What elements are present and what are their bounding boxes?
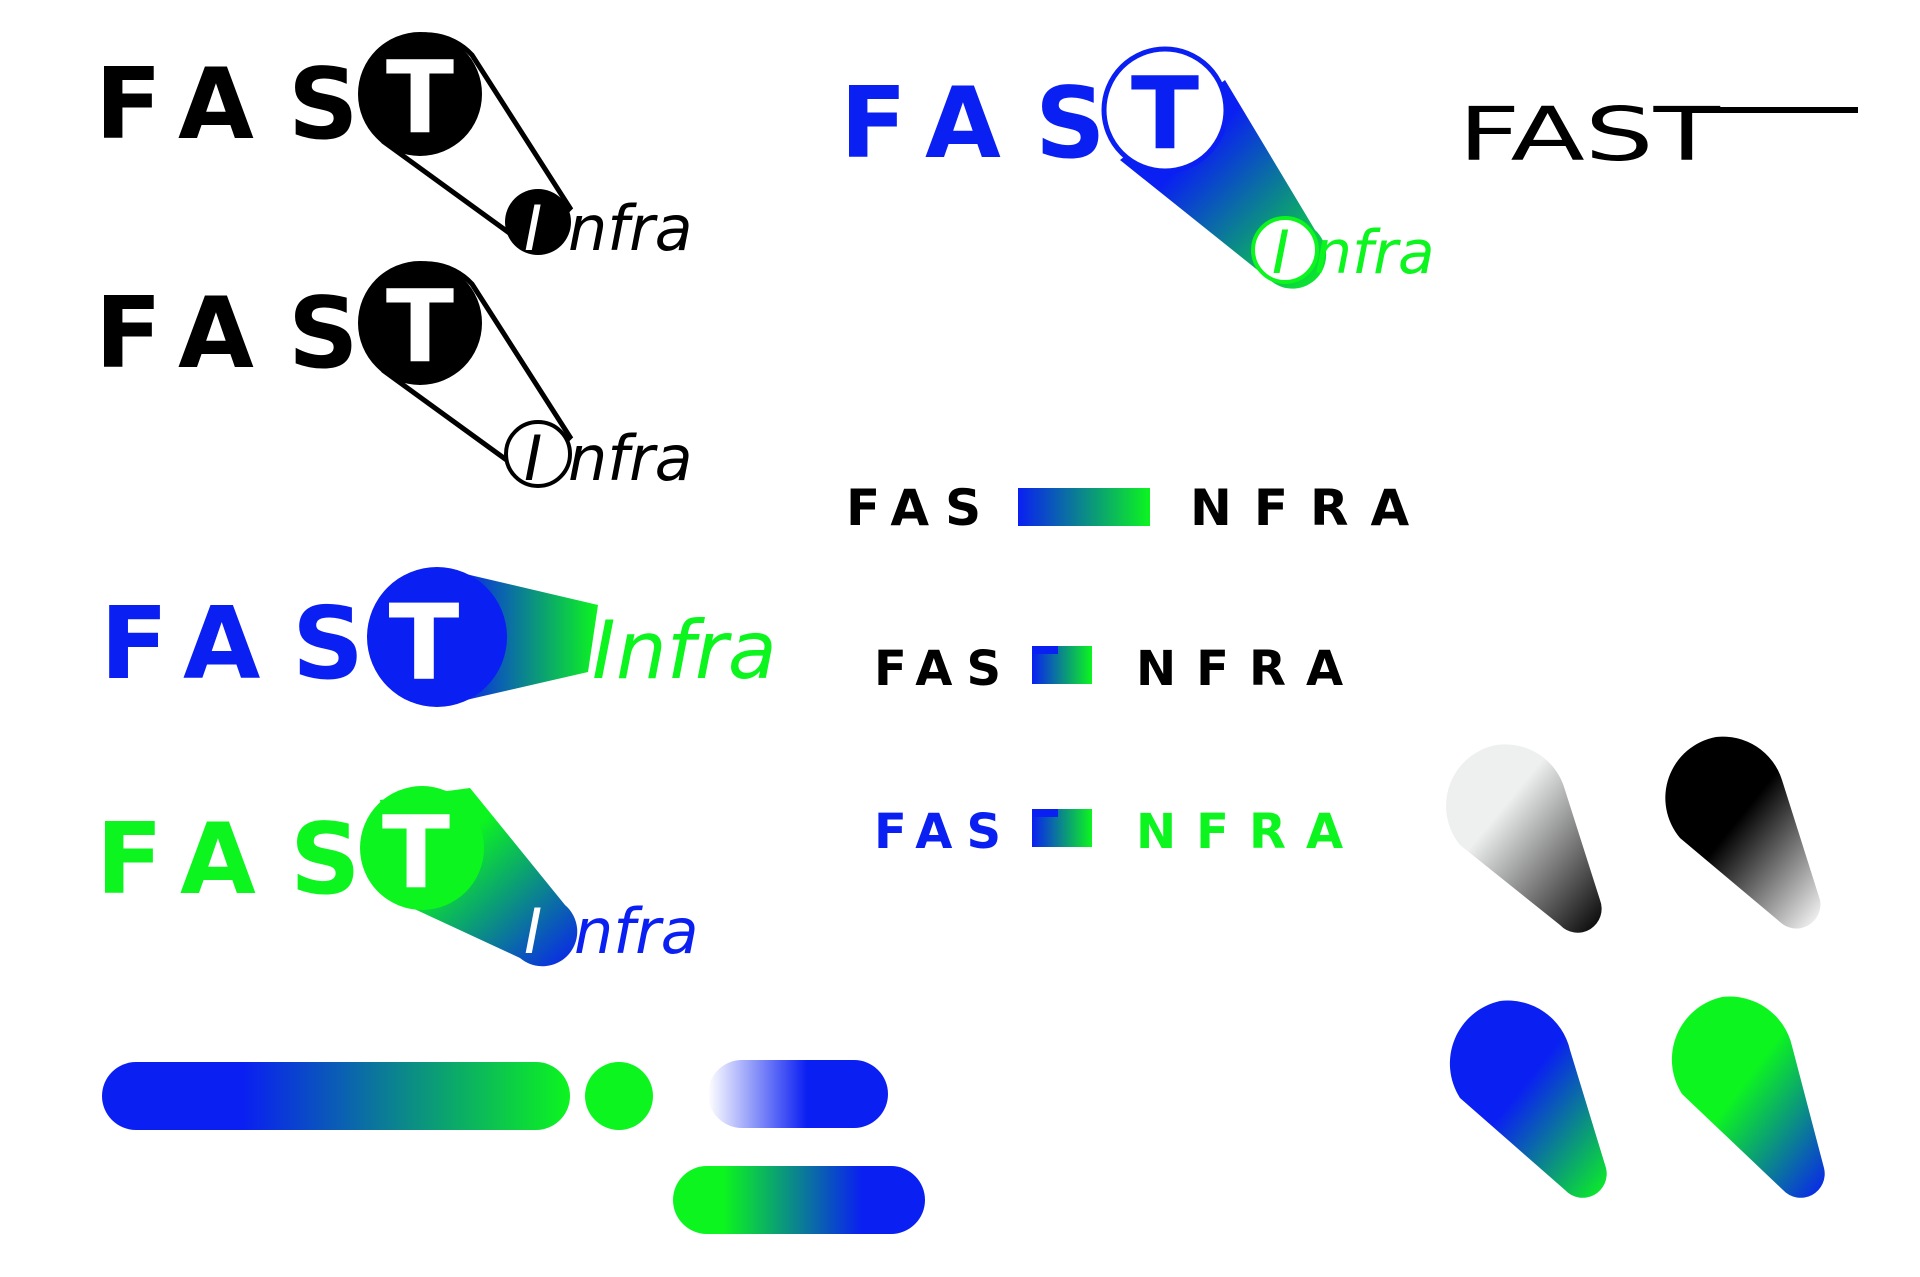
i-circle: [504, 420, 572, 488]
logo-blue-outline-gradient: F A S T I nfra: [840, 46, 1435, 289]
dot-green: [585, 1062, 653, 1130]
drop-blue: [1449, 1000, 1607, 1198]
t-bar: [1018, 488, 1150, 526]
letter-t: T: [382, 794, 450, 911]
t-top: [1032, 809, 1058, 817]
logo-fast-infra-short-black: FAS NFRA: [874, 641, 1363, 697]
letter-f: F: [840, 67, 907, 181]
letter-f: F: [1196, 804, 1249, 860]
pill-green-blue: [673, 1166, 925, 1234]
letter-i: I: [524, 422, 542, 495]
letter-a: A: [178, 48, 254, 162]
letter-i: I: [1272, 218, 1290, 288]
logo-blue-green-horizontal: F A S T I nfra: [100, 567, 777, 707]
letter-t: T: [389, 582, 460, 704]
letter-f: F: [96, 803, 163, 917]
nfra-letters: NFRA: [1136, 641, 1363, 697]
i-circle: [505, 189, 571, 255]
logo-fast-infra-bar-black: FAS NFRA: [846, 479, 1431, 537]
letter-a: A: [1371, 479, 1432, 537]
nfra-letters: NFRA: [1190, 479, 1431, 537]
letter-n: N: [1136, 641, 1196, 697]
letter-f: F: [95, 277, 162, 391]
t-circle: [367, 567, 507, 707]
fast-word: FAST: [1458, 92, 1721, 178]
letter-t: T: [1131, 55, 1199, 172]
drop-gray: [1446, 744, 1602, 933]
letter-s: S: [290, 803, 361, 917]
letter-f: F: [1254, 479, 1310, 537]
nfra-letters: NFRA: [1136, 804, 1363, 860]
infra-text: nfra: [1314, 218, 1435, 288]
letter-r: R: [1249, 641, 1306, 697]
letter-a: A: [1306, 641, 1363, 697]
letter-f: F: [874, 641, 915, 697]
letter-t: T: [386, 39, 454, 156]
letter-f: F: [1196, 641, 1249, 697]
t-top: [1032, 646, 1058, 654]
letter-f: F: [846, 479, 890, 537]
logo-black-filled: F A S T I nfra: [95, 32, 693, 265]
letter-n: N: [1136, 804, 1196, 860]
infra-text: nfra: [616, 604, 777, 697]
drop-black: [1665, 736, 1821, 929]
letter-r: R: [1249, 804, 1306, 860]
logo-fast-infra-short-color: FAS NFRA: [874, 804, 1363, 860]
logo-green-blue: F A S T I nfra: [96, 786, 699, 968]
t-circle: [358, 261, 482, 385]
letter-a: A: [915, 641, 966, 697]
extension-line: [1690, 107, 1858, 113]
infra-text: nfra: [568, 422, 693, 495]
pill-fade-blue: [708, 1060, 888, 1128]
t-circle: [360, 786, 484, 910]
letter-a: A: [925, 67, 1001, 181]
logo-fast-minimal-line: FAST: [1458, 92, 1858, 178]
fast-letters: FAS: [874, 804, 1015, 860]
letter-a: A: [178, 277, 254, 391]
letter-n: N: [1190, 479, 1254, 537]
letter-a: A: [915, 804, 966, 860]
letter-s: S: [966, 641, 1015, 697]
t-circle: [1101, 46, 1229, 174]
drop-green: [1671, 996, 1825, 1198]
letter-f: F: [95, 48, 162, 162]
letter-i: I: [592, 604, 616, 697]
letter-a: A: [180, 803, 256, 917]
letter-f: F: [874, 804, 915, 860]
letter-a: A: [1306, 804, 1363, 860]
fast-letters: FAS: [874, 641, 1015, 697]
letter-s: S: [288, 277, 359, 391]
letter-a: A: [183, 585, 260, 702]
bar-pill-gradient: [102, 1062, 570, 1130]
letter-r: R: [1310, 479, 1371, 537]
infra-text: nfra: [574, 895, 699, 968]
letter-s: S: [292, 585, 364, 702]
letter-s: S: [288, 48, 359, 162]
letter-t: T: [386, 268, 454, 385]
t-circle: [358, 32, 482, 156]
letter-i: I: [524, 192, 542, 265]
fast-letters: FAS: [846, 479, 997, 537]
letter-f: F: [100, 585, 168, 702]
letter-s: S: [1035, 67, 1106, 181]
infra-text: nfra: [568, 192, 693, 265]
letter-s: S: [945, 479, 997, 537]
logo-black-outline: F A S T I nfra: [95, 261, 693, 495]
letter-i: I: [524, 895, 542, 968]
i-circle: [1251, 216, 1319, 284]
letter-a: A: [890, 479, 945, 537]
letter-s: S: [966, 804, 1015, 860]
